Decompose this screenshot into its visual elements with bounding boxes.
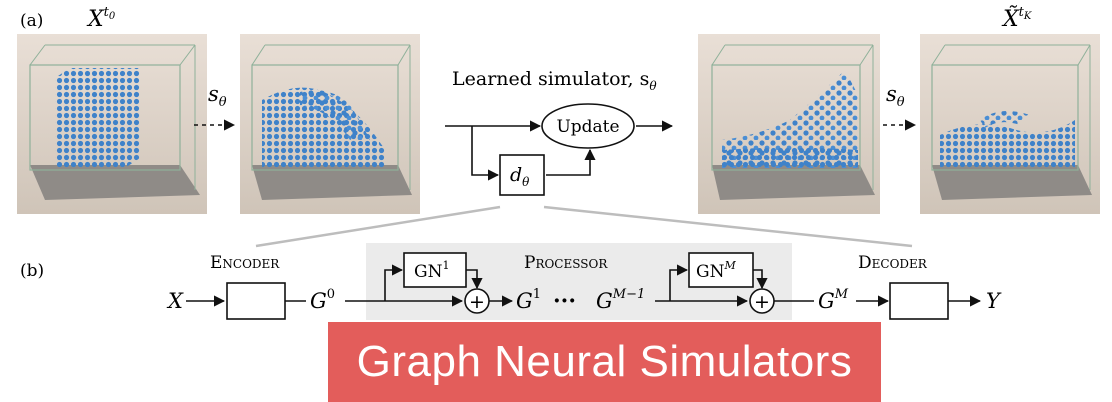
output-y-label: Y [986,289,1002,313]
photo-final-state [920,34,1100,214]
title-banner-text: Graph Neural Simulators [356,337,853,386]
step-label-left: sθ [208,82,227,110]
encoder-label: Encoder [210,253,280,273]
photo-step-one [240,34,420,214]
gn1-out-arrow [466,269,483,290]
sum-symbol-1: + [469,291,485,313]
gn1-box [403,252,467,288]
decoder-box [889,282,949,320]
g1-label: G1 [516,287,541,313]
gn1-label: GN1 [414,259,449,282]
panel-b-label: (b) [20,261,44,281]
gnm-in-arrow [669,264,689,301]
simulator-title: Learned simulator, sθ [452,68,657,93]
step-label-right: sθ [886,82,905,110]
dynamics-label: dθ [510,164,530,189]
gnm-out-arrow [753,269,768,290]
fluid-collapsing [262,87,385,168]
gm1-label: GM−1 [596,287,645,313]
fluid-block [55,78,125,168]
connector-right [543,205,913,248]
dynamics-output-arrow [546,148,596,176]
input-x-label: X [166,289,184,313]
photo-step-k-minus-one [698,34,880,214]
initial-state-label: Xt0 [86,5,116,32]
gm-label: GM [818,287,849,313]
fluid-splashing [722,70,858,168]
dynamics-input-arrow [471,126,500,181]
fluid-settled [940,120,1075,168]
connector-left [255,205,501,248]
sum-symbol-m: + [754,291,770,313]
final-state-label: X̃tK [1001,5,1032,32]
update-label: Update [556,117,619,137]
encoder-box [226,282,286,320]
ellipsis: ··· [553,288,576,314]
panel-a-label: (a) [20,11,43,31]
photo-initial-state [17,34,207,214]
dynamics-box [499,154,545,196]
g0-label: G0 [310,287,335,313]
decoder-label: Decoder [858,253,928,273]
update-node [541,103,635,149]
title-banner: Graph Neural Simulators [328,322,881,402]
gnm-label: GNM [696,259,736,282]
gn1-in-arrow [384,264,404,301]
processor-label: Processor [524,253,608,273]
